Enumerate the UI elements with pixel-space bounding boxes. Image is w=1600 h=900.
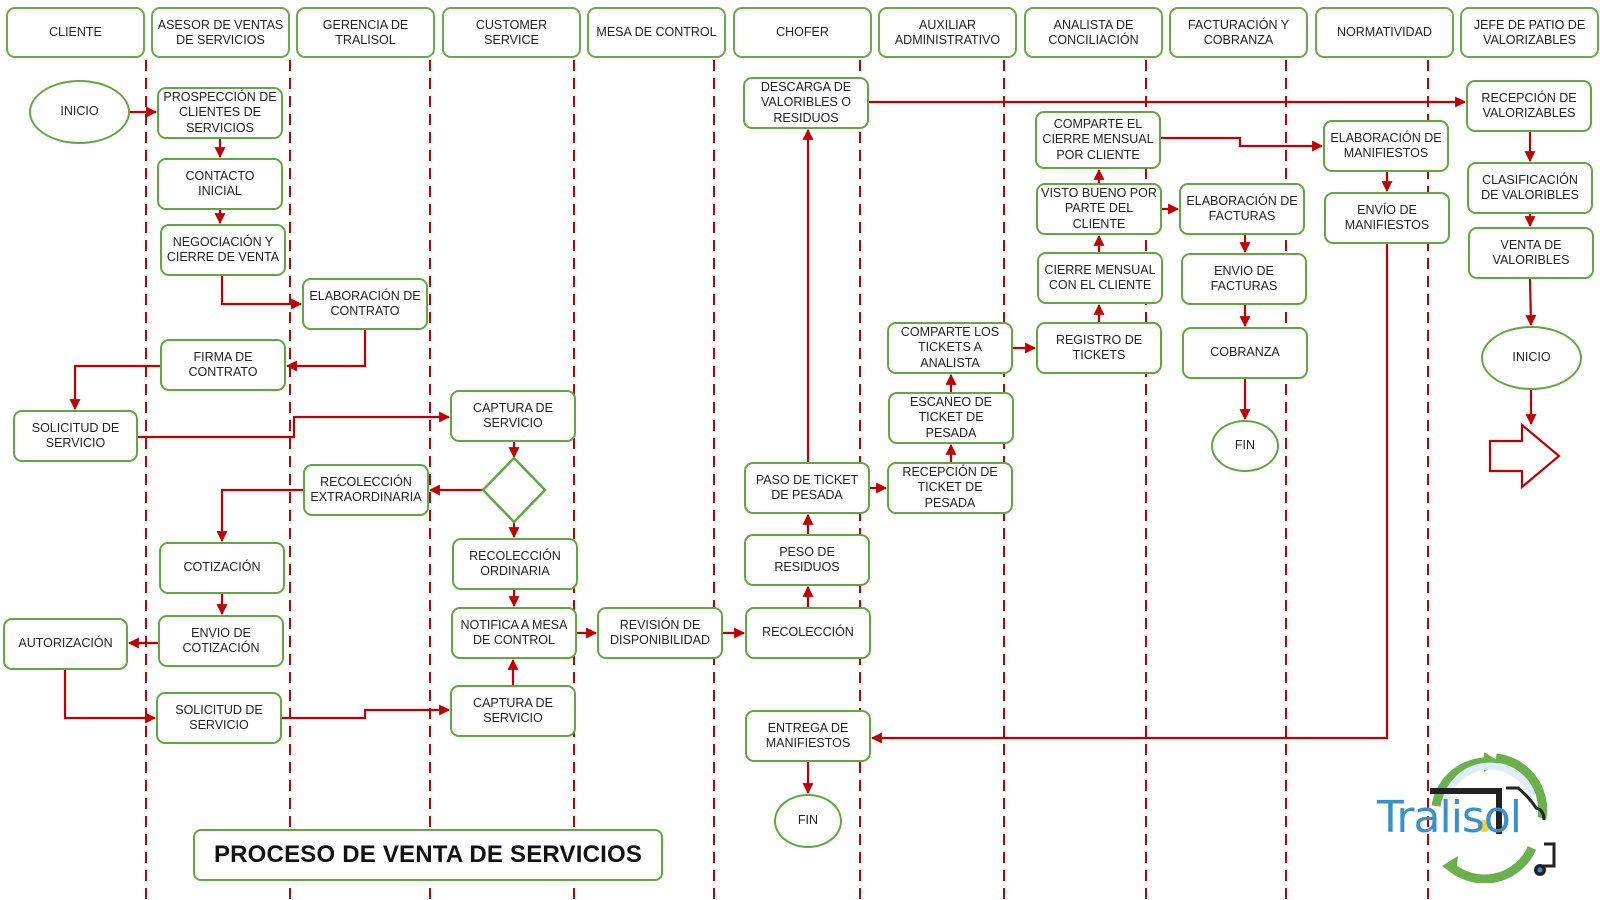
lane-header-chofer: CHOFER — [733, 7, 872, 58]
recycle-truck-icon — [1430, 752, 1556, 884]
solicitud-servicio-cliente[interactable]: SOLICITUD DE SERVICIO — [13, 410, 138, 462]
logo-text: Tralisol — [1377, 792, 1522, 843]
elaboracion-contrato[interactable]: ELABORACIÓN DE CONTRATO — [302, 278, 428, 330]
cobranza[interactable]: COBRANZA — [1182, 327, 1308, 379]
contacto-inicial[interactable]: CONTACTO INICIAL — [157, 158, 283, 210]
recepcion-ticket-pesada[interactable]: RECEPCIÓN DE TICKET DE PESADA — [887, 462, 1013, 514]
venta-valoribles[interactable]: VENTA DE VALORIBLES — [1468, 227, 1594, 279]
autorizacion[interactable]: AUTORIZACIÓN — [3, 618, 128, 670]
flow-arrow — [63, 670, 157, 724]
off-page-arrow — [1488, 422, 1561, 490]
recepcion-valorizables[interactable]: RECEPCIÓN DE VALORIZABLES — [1466, 80, 1592, 132]
tralisol-logo: Tralisol — [1372, 748, 1577, 884]
notifica-mesa-control[interactable]: NOTIFICA A MESA DE CONTROL — [451, 607, 577, 659]
envio-manifiestos[interactable]: ENVÍO DE MANIFIESTOS — [1324, 192, 1450, 244]
elaboracion-facturas[interactable]: ELABORACIÓN DE FACTURAS — [1179, 183, 1305, 235]
entrega-manifiestos[interactable]: ENTREGA DE MANIFIESTOS — [745, 710, 871, 762]
firma-contrato[interactable]: FIRMA DE CONTRATO — [160, 339, 286, 391]
flow-arrow — [1525, 278, 1537, 327]
flow-arrow — [282, 704, 451, 720]
recoleccion-extraordinaria[interactable]: RECOLECCIÓN EXTRAORDINARIA — [303, 464, 429, 516]
lane-header-facturacion: FACTURACIÓN Y COBRANZA — [1169, 7, 1308, 58]
lane-header-mesa-control: MESA DE CONTROL — [587, 7, 726, 58]
lane-header-normatividad: NORMATIVIDAD — [1315, 7, 1454, 58]
lane-header-jefe-patio: JEFE DE PATIO DE VALORIZABLES — [1460, 7, 1599, 58]
paso-ticket-pesada[interactable]: PASO DE TICKET DE PESADA — [744, 462, 870, 514]
inicio-patio[interactable]: INICIO — [1481, 326, 1582, 390]
captura-servicio-1[interactable]: CAPTURA DE SERVICIO — [450, 390, 576, 442]
decision-diamond — [481, 456, 547, 524]
flow-arrow — [285, 330, 367, 372]
lane-header-cliente: CLIENTE — [6, 7, 145, 58]
lane-header-auxiliar: AUXILIAR ADMINISTRATIVO — [878, 7, 1017, 58]
descarga-valoribles[interactable]: DESCARGA DE VALORIBLES O RESIDUOS — [743, 77, 869, 129]
flow-arrow — [870, 244, 1389, 744]
recoleccion-ordinaria[interactable]: RECOLECCIÓN ORDINARIA — [452, 538, 578, 590]
escaneo-ticket-pesada[interactable]: ESCANEO DE TICKET DE PESADA — [888, 392, 1014, 444]
lane-header-analista: ANALISTA DE CONCILIACIÓN — [1024, 7, 1163, 58]
diagram-title: PROCESO DE VENTA DE SERVICIOS — [193, 829, 663, 881]
envio-cotizacion[interactable]: ENVIO DE COTIZACIÓN — [158, 615, 284, 667]
elaboracion-manifiestos[interactable]: ELABORACIÓN DE MANIFIESTOS — [1323, 120, 1449, 172]
envio-facturas[interactable]: ENVIO DE FACTURAS — [1181, 253, 1307, 305]
peso-residuos[interactable]: PESO DE RESIDUOS — [744, 534, 870, 586]
lane-header-customer-service: CUSTOMER SERVICE — [442, 7, 581, 58]
recoleccion[interactable]: RECOLECCIÓN — [745, 607, 871, 659]
flow-arrow — [138, 411, 451, 439]
cierre-mensual-cliente[interactable]: CIERRE MENSUAL CON EL CLIENTE — [1037, 252, 1163, 304]
comparte-tickets-analista[interactable]: COMPARTE LOS TICKETS A ANALISTA — [887, 322, 1013, 374]
captura-servicio-2[interactable]: CAPTURA DE SERVICIO — [450, 685, 576, 737]
cotizacion[interactable]: COTIZACIÓN — [159, 542, 285, 594]
flow-arrow — [69, 364, 160, 411]
flow-arrow — [216, 488, 303, 543]
lane-header-gerencia: GERENCIA DE TRALISOL — [296, 7, 435, 58]
clasificacion-valoribles[interactable]: CLASIFICACIÓN DE VALORIBLES — [1467, 162, 1593, 214]
inicio-cliente[interactable]: INICIO — [29, 80, 130, 144]
registro-tickets[interactable]: REGISTRO DE TICKETS — [1036, 322, 1162, 374]
flow-arrow — [220, 276, 303, 310]
negociacion[interactable]: NEGOCIACIÓN Y CIERRE DE VENTA — [160, 224, 286, 276]
lane-header-asesor: ASESOR DE VENTAS DE SERVICIOS — [151, 7, 290, 58]
revision-disponibilidad[interactable]: REVISIÓN DE DISPONIBILIDAD — [597, 607, 723, 659]
fin-facturacion[interactable]: FIN — [1211, 420, 1279, 472]
prospeccion[interactable]: PROSPECCIÓN DE CLIENTES DE SERVICIOS — [157, 87, 283, 139]
comparte-cierre-mensual[interactable]: COMPARTE EL CIERRE MENSUAL POR CLIENTE — [1035, 111, 1161, 169]
flow-arrow — [1161, 136, 1324, 152]
visto-bueno-cliente[interactable]: VISTO BUENO POR PARTE DEL CLIENTE — [1036, 183, 1162, 235]
solicitud-servicio-asesor[interactable]: SOLICITUD DE SERVICIO — [156, 692, 282, 744]
fin-chofer[interactable]: FIN — [774, 794, 842, 848]
